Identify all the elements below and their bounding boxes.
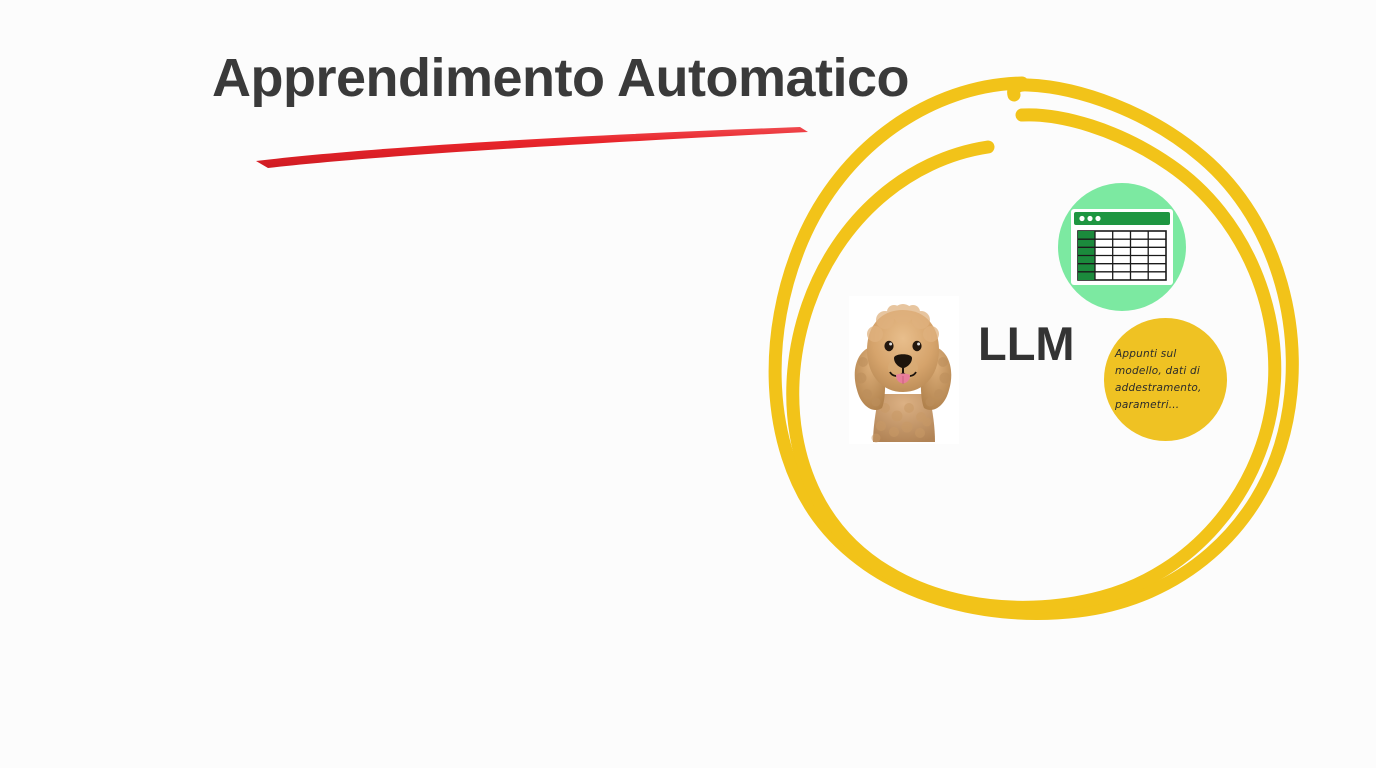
- title-block: Apprendimento Automatico: [206, 45, 910, 170]
- poodle-dog-icon: [849, 296, 959, 444]
- llm-label: LLM: [978, 317, 1075, 370]
- spreadsheet-icon: [1058, 183, 1186, 311]
- spreadsheet-icon-wrapper: [1056, 181, 1188, 313]
- note-line: modello, dati di: [1115, 364, 1200, 377]
- page-title: Apprendimento Automatico: [212, 48, 910, 108]
- note-bubble: Appunti sul modello, dati di addestramen…: [1104, 318, 1227, 441]
- red-underline-stroke: [256, 127, 808, 168]
- dog-photo: [849, 296, 959, 444]
- hand-drawn-circle-icon: [768, 76, 1299, 620]
- note-line: Appunti sul: [1115, 347, 1177, 360]
- note-line: parametri...: [1115, 398, 1180, 411]
- note-line: addestramento,: [1115, 381, 1202, 394]
- note-text: Appunti sul modello, dati di addestramen…: [1115, 346, 1217, 414]
